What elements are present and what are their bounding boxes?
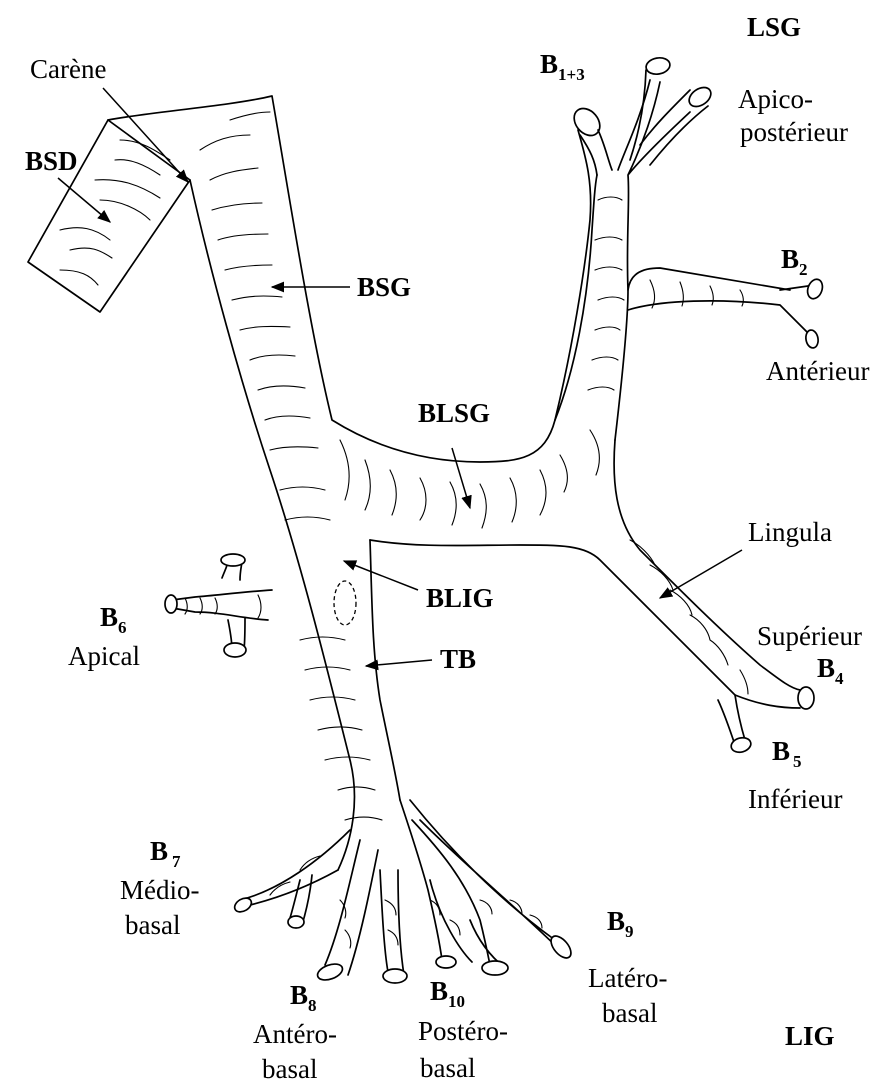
label-b13-name2: postérieur xyxy=(740,117,848,147)
hatch-lingula xyxy=(630,540,748,694)
label-b4: B4 xyxy=(817,653,844,688)
hatch-bsg xyxy=(200,112,318,450)
label-b10: B10 xyxy=(430,976,465,1011)
label-b10-name1: Postéro- xyxy=(418,1016,508,1046)
label-b9-name2: basal xyxy=(602,998,657,1028)
label-blsg: BLSG xyxy=(418,398,490,428)
label-b8-name1: Antéro- xyxy=(253,1019,337,1049)
blsg-inner xyxy=(370,540,735,695)
b13-stem xyxy=(580,80,690,290)
b2-walls xyxy=(628,285,815,335)
label-b9: B9 xyxy=(607,906,634,941)
hatch-upper-division xyxy=(588,197,624,390)
b2-ring-upper xyxy=(805,277,825,301)
lingula-outer xyxy=(614,440,800,690)
bronchial-tree-outline xyxy=(28,56,825,983)
b2-ring-lower xyxy=(805,329,820,349)
b13-branch-walls xyxy=(598,70,708,170)
upper-division-right-wall xyxy=(615,268,790,440)
b6-ring-bottom xyxy=(224,643,246,657)
b13-ring-right xyxy=(686,84,715,111)
basal-outer-left xyxy=(240,830,350,905)
label-b6: B6 xyxy=(100,602,127,637)
label-b4-name: Supérieur xyxy=(757,621,862,651)
label-b5-name: Inférieur xyxy=(748,784,842,814)
b7-ring xyxy=(232,895,254,914)
blig-arrow xyxy=(344,561,418,590)
main-trunk-left-wall xyxy=(190,180,354,870)
label-lingula: Lingula xyxy=(748,517,832,547)
label-b9-name1: Latéro- xyxy=(588,963,667,993)
blig-dashed-ring xyxy=(334,581,356,625)
b8-walls xyxy=(325,840,404,975)
label-tb: TB xyxy=(440,644,476,674)
b8-ring xyxy=(315,961,344,983)
label-blig: BLIG xyxy=(426,583,494,613)
label-b13-name1: Apico- xyxy=(738,84,813,114)
label-b6-name: Apical xyxy=(68,641,140,671)
cartilage-hatching xyxy=(60,112,748,948)
title-lig: LIG xyxy=(785,1021,835,1051)
pointer-arrows xyxy=(58,88,742,666)
label-b2: B2 xyxy=(781,244,808,279)
blsg-arrow xyxy=(452,448,470,508)
tb-right-wall xyxy=(370,540,400,800)
label-b7-name2: basal xyxy=(125,910,180,940)
b4-ring xyxy=(798,687,814,709)
b10-sub-ring xyxy=(436,956,456,968)
label-b8: B8 xyxy=(290,980,317,1015)
label-bsg: BSG xyxy=(357,272,411,302)
title-lsg: LSG xyxy=(747,12,801,42)
label-bsd: BSD xyxy=(25,146,78,176)
b10-ring xyxy=(482,961,508,975)
b6-ring-top xyxy=(221,554,245,566)
labels: LSG LIG Carène BSD BSG BLSG BLIG TB Ling… xyxy=(25,12,869,1084)
b9-walls xyxy=(410,800,565,955)
label-b13: B1+3 xyxy=(540,49,585,84)
label-b8-name2: basal xyxy=(262,1054,317,1084)
bsg-outline xyxy=(108,96,591,462)
b13-ring-top xyxy=(645,56,671,76)
hatch-trunk xyxy=(280,487,382,820)
hatch-basal xyxy=(270,856,542,948)
b8-sub-ring xyxy=(383,969,407,983)
label-b10-name2: basal xyxy=(420,1053,475,1083)
label-b7-name1: Médio- xyxy=(120,875,199,905)
b7-sub-ring xyxy=(288,916,304,928)
b6-ring-left xyxy=(165,595,177,613)
label-b2-name: Antérieur xyxy=(766,356,869,386)
carene-arrow xyxy=(103,88,188,182)
lingula-arrow xyxy=(660,550,742,598)
hatch-blsg xyxy=(340,430,599,528)
label-carene: Carène xyxy=(30,54,106,84)
